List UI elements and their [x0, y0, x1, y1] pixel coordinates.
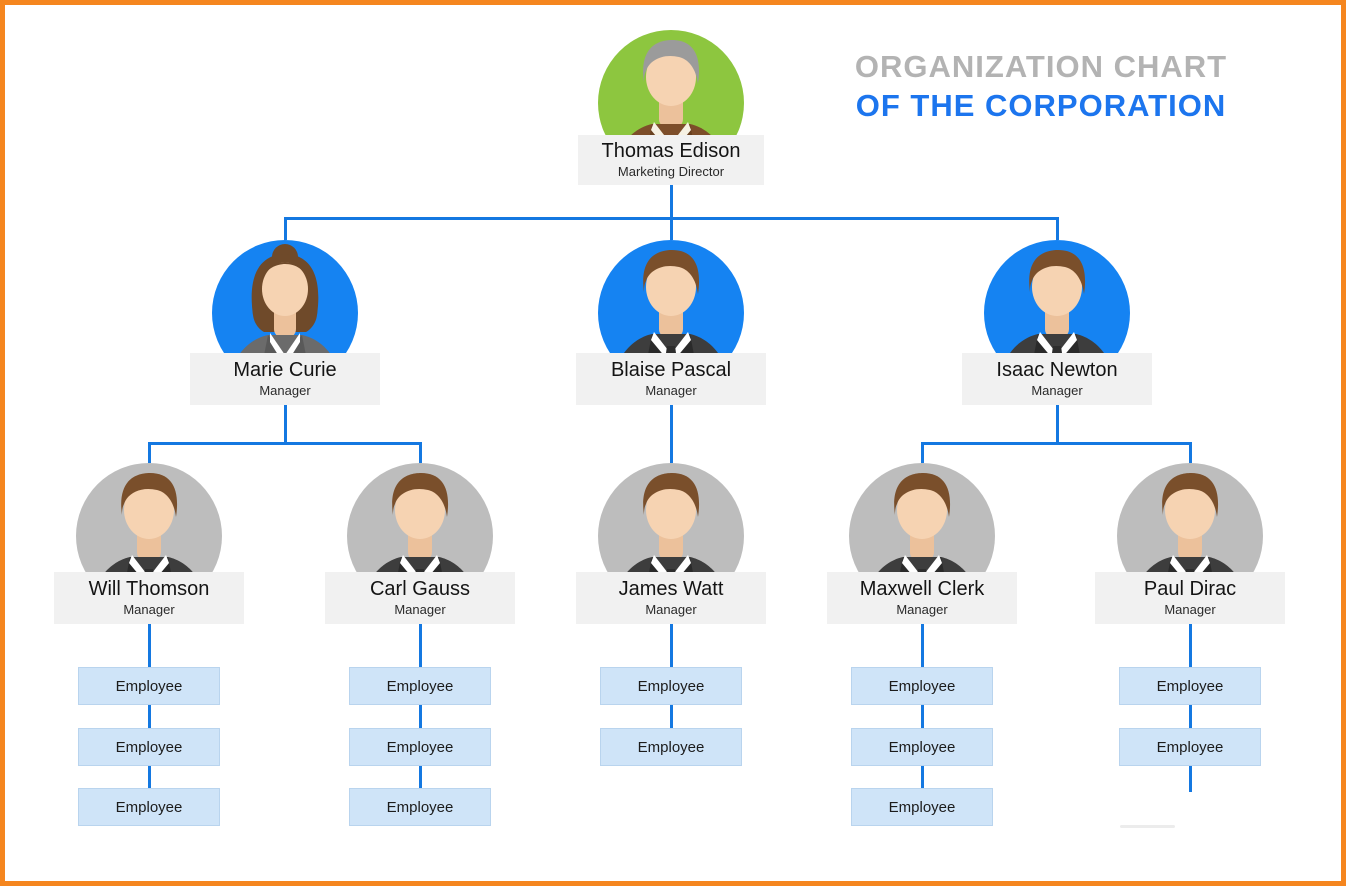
employee-box: Employee: [78, 728, 220, 766]
employee-box: Employee: [1119, 728, 1261, 766]
person-role: Manager: [394, 602, 446, 618]
person-name: Carl Gauss: [369, 578, 471, 601]
employee-box: Employee: [349, 667, 491, 705]
connector-line: [920, 624, 924, 667]
chart-title-line2: OF THE CORPORATION: [855, 88, 1227, 124]
person-name: Marie Curie: [233, 359, 337, 382]
connector-line: [1055, 218, 1059, 240]
connector-line: [1188, 443, 1192, 463]
employee-box: Employee: [78, 667, 220, 705]
person-role: Manager: [259, 383, 311, 399]
chart-title: ORGANIZATION CHART OF THE CORPORATION: [836, 49, 1246, 124]
connector-line: [669, 705, 673, 728]
employee-box: Employee: [851, 728, 993, 766]
connector-line: [147, 624, 151, 667]
person-name: Will Thomson: [88, 578, 210, 601]
connector-line: [1188, 705, 1192, 728]
connector-line: [147, 766, 151, 788]
person-role: Manager: [1031, 383, 1083, 399]
employee-box: Employee: [851, 667, 993, 705]
person-name: Thomas Edison: [601, 140, 741, 163]
connector-line: [147, 441, 422, 445]
connector-line: [1188, 624, 1192, 667]
person-role: Manager: [896, 602, 948, 618]
person-name: James Watt: [618, 578, 724, 601]
connector-line: [283, 216, 1059, 220]
person-name: Paul Dirac: [1143, 578, 1237, 601]
connector-line: [920, 441, 1192, 445]
chart-title-line1: ORGANIZATION CHART: [854, 49, 1228, 84]
connector-line: [1055, 405, 1059, 443]
connector-line: [669, 185, 673, 240]
connector-line: [147, 705, 151, 728]
employee-box: Employee: [349, 788, 491, 826]
connector-line: [920, 443, 924, 463]
connector-line: [283, 405, 287, 443]
person-role: Manager: [645, 383, 697, 399]
person-name: Isaac Newton: [996, 359, 1118, 382]
connector-line: [283, 218, 287, 240]
employee-box: Employee: [600, 728, 742, 766]
connector-line: [147, 443, 151, 463]
person-role: Manager: [123, 602, 175, 618]
person-role: Marketing Director: [617, 164, 725, 180]
employee-box: Employee: [78, 788, 220, 826]
employee-box: Employee: [1119, 667, 1261, 705]
connector-line: [418, 443, 422, 463]
employee-box: Employee: [600, 667, 742, 705]
person-name: Blaise Pascal: [610, 359, 732, 382]
connector-line: [920, 705, 924, 728]
connector-line: [669, 624, 673, 667]
person-role: Manager: [1164, 602, 1216, 618]
connector-line: [669, 405, 673, 463]
connector-line: [418, 624, 422, 667]
person-name: Maxwell Clerk: [859, 578, 985, 601]
person-role: Manager: [645, 602, 697, 618]
faint-watermark: [1120, 825, 1175, 828]
employee-box: Employee: [349, 728, 491, 766]
employee-box: Employee: [851, 788, 993, 826]
connector-line: [418, 766, 422, 788]
connector-line: [920, 766, 924, 788]
connector-line: [418, 705, 422, 728]
connector-line: [1188, 766, 1192, 792]
